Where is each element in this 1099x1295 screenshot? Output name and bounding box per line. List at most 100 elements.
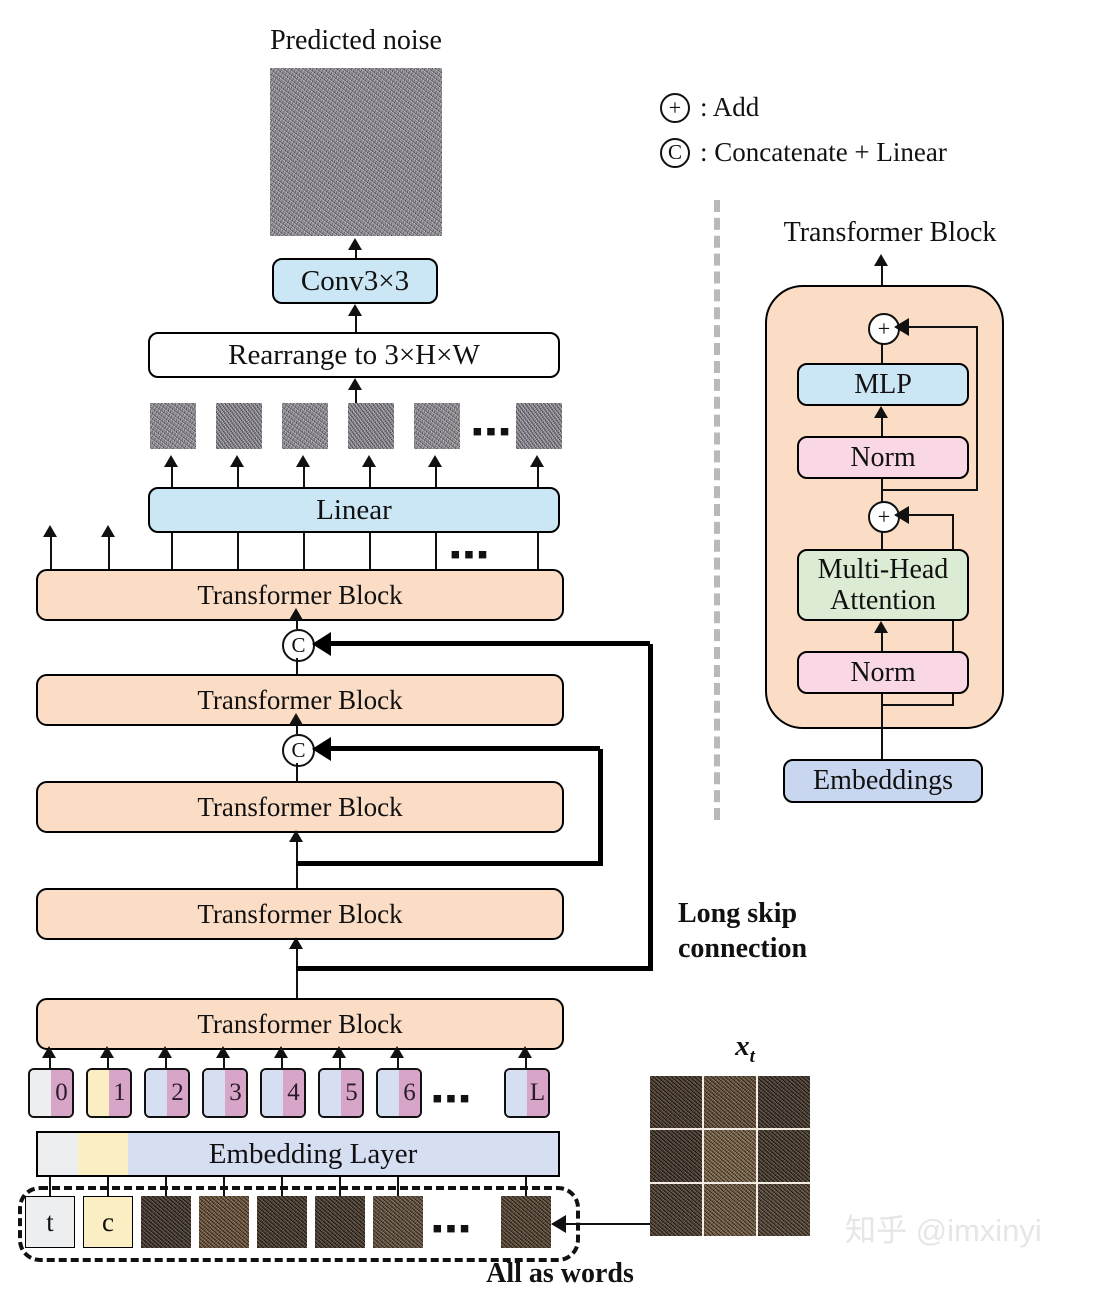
xt-image-cell bbox=[704, 1130, 756, 1182]
arrow-tb-out-2 bbox=[108, 533, 111, 571]
arrow-linear-to-patch bbox=[303, 465, 306, 487]
embedding-layer: Embedding Layer bbox=[36, 1131, 560, 1177]
arrow-token-to-tb bbox=[49, 1054, 52, 1072]
connector-tb-to-linear bbox=[237, 533, 240, 569]
skip-outer-arrowhead bbox=[312, 632, 331, 656]
xt-label-sub: t bbox=[749, 1045, 755, 1067]
norm-top-block-label: Norm bbox=[850, 441, 916, 473]
skip-inner-arrowhead bbox=[312, 737, 331, 761]
output-patch-ellipsis: ▪▪▪ bbox=[472, 415, 513, 448]
line-emb-to-normbot bbox=[881, 694, 884, 759]
connector-token-to-embedding bbox=[49, 1060, 52, 1132]
legend-concat-label: : Concatenate + Linear bbox=[700, 137, 947, 167]
connector-token-to-embedding bbox=[397, 1060, 400, 1132]
long-skip-connection-label: Long skip connection bbox=[678, 896, 807, 966]
add-symbol: + bbox=[668, 94, 682, 120]
xt-label: xt bbox=[700, 1030, 790, 1067]
arrow-linear-to-patch-head bbox=[164, 455, 178, 467]
arrow-linear-to-patch bbox=[369, 465, 372, 487]
transformer-block-3: Transformer Block bbox=[36, 781, 564, 833]
norm-bottom-block: Norm bbox=[797, 651, 969, 694]
arrow-token-to-tb-head bbox=[390, 1046, 404, 1058]
arrow-token-to-tb-head bbox=[42, 1046, 56, 1058]
concat-marker-2-symbol: C bbox=[291, 738, 306, 762]
predicted-noise-image bbox=[270, 68, 442, 236]
embeddings-block: Embeddings bbox=[783, 759, 983, 803]
tb-to-linear-connectors bbox=[148, 533, 560, 569]
arrow-normbot-to-attn-head bbox=[874, 621, 888, 633]
arrow-token-to-tb bbox=[107, 1054, 110, 1072]
skip-outer-bottom bbox=[296, 966, 653, 971]
connector-token-to-embedding bbox=[281, 1060, 284, 1132]
arrow-token-to-tb-head bbox=[158, 1046, 172, 1058]
transformer-detail-title: Transformer Block bbox=[783, 217, 997, 248]
arrow-linear-to-patch bbox=[171, 465, 174, 487]
tb-to-linear-ellipsis: ▪▪▪ bbox=[450, 538, 491, 571]
token-index-half: 5 bbox=[341, 1070, 362, 1116]
input-image-patch bbox=[315, 1196, 365, 1248]
arrow-tb1-to-tb2-head bbox=[289, 937, 303, 949]
output-patch bbox=[414, 403, 460, 449]
rearrange-block: Rearrange to 3×H×W bbox=[148, 332, 560, 378]
connector-token-to-embedding bbox=[107, 1060, 110, 1132]
arrow-token-to-tb bbox=[281, 1054, 284, 1072]
input-condition-token: c bbox=[83, 1196, 133, 1248]
token-index-half: 3 bbox=[225, 1070, 246, 1116]
residual2-arrowhead bbox=[894, 318, 909, 336]
input-image-patch bbox=[199, 1196, 249, 1248]
add-marker-1-symbol: + bbox=[877, 504, 891, 529]
xt-image-cell bbox=[704, 1184, 756, 1236]
norm-top-block: Norm bbox=[797, 436, 969, 479]
predicted-noise-label: Predicted noise bbox=[270, 25, 442, 56]
arrow-detail-out-head bbox=[874, 254, 888, 266]
rearrange-block-label: Rearrange to 3×H×W bbox=[228, 338, 480, 371]
input-image-patch bbox=[257, 1196, 307, 1248]
token-1: 1 bbox=[86, 1068, 132, 1118]
arrow-token-to-tb bbox=[525, 1054, 528, 1072]
arrow-tb4-to-concat1 bbox=[296, 658, 299, 674]
conv-block: Conv3×3 bbox=[272, 258, 438, 304]
transformer-block-4: Transformer Block bbox=[36, 674, 564, 726]
arrow-normtop-to-mlp bbox=[881, 415, 884, 436]
line-attn-to-add1 bbox=[881, 529, 884, 549]
connector-tb-to-linear bbox=[369, 533, 372, 569]
transformer-block-2-label: Transformer Block bbox=[197, 898, 403, 929]
mlp-block-label: MLP bbox=[854, 368, 912, 400]
concat-marker-1-symbol: C bbox=[291, 633, 306, 657]
connector-tb-to-linear bbox=[537, 533, 540, 569]
output-patch bbox=[348, 403, 394, 449]
concat-icon: C bbox=[660, 137, 690, 168]
concat-marker-1: C bbox=[282, 629, 315, 662]
attention-block: Multi-Head Attention bbox=[797, 549, 969, 621]
token-index-half: 0 bbox=[51, 1070, 72, 1116]
output-patch bbox=[150, 403, 196, 449]
connector-token-to-embedding bbox=[525, 1060, 528, 1132]
linear-to-patch-arrows bbox=[148, 455, 560, 487]
embedding-layer-condition-segment bbox=[78, 1133, 128, 1175]
embedding-layer-timestep-segment bbox=[38, 1133, 78, 1175]
legend: + : Add C : Concatenate + Linear bbox=[660, 92, 947, 168]
arrow-rearrange-to-conv-head bbox=[348, 304, 362, 316]
token-2: 2 bbox=[144, 1068, 190, 1118]
arrow-token-to-tb bbox=[397, 1054, 400, 1072]
arrow-normtop-to-mlp-head bbox=[874, 406, 888, 418]
token-to-embedding-connectors bbox=[36, 1060, 560, 1132]
arrow-patches-to-rearrange bbox=[355, 388, 358, 408]
input-image-patch bbox=[141, 1196, 191, 1248]
token-content-half bbox=[378, 1070, 399, 1116]
arrow-linear-to-patch-head bbox=[230, 455, 244, 467]
transformer-block-4-label: Transformer Block bbox=[197, 684, 403, 715]
long-skip-line1: Long skip bbox=[678, 898, 798, 929]
token-content-half bbox=[30, 1070, 51, 1116]
arrow-tb1-to-tb2 bbox=[296, 946, 299, 998]
connector-tb-to-linear bbox=[435, 533, 438, 569]
token-content-half bbox=[88, 1070, 109, 1116]
token-index-half: 2 bbox=[167, 1070, 188, 1116]
arrow-token-to-tb-head bbox=[332, 1046, 346, 1058]
arrow-concat1-head bbox=[289, 608, 303, 620]
arrow-concat2-to-tb4 bbox=[296, 722, 299, 734]
arrow-concat1-to-tb5 bbox=[296, 617, 299, 629]
arrow-token-to-tb bbox=[165, 1054, 168, 1072]
arrow-xt-to-words bbox=[566, 1223, 650, 1226]
